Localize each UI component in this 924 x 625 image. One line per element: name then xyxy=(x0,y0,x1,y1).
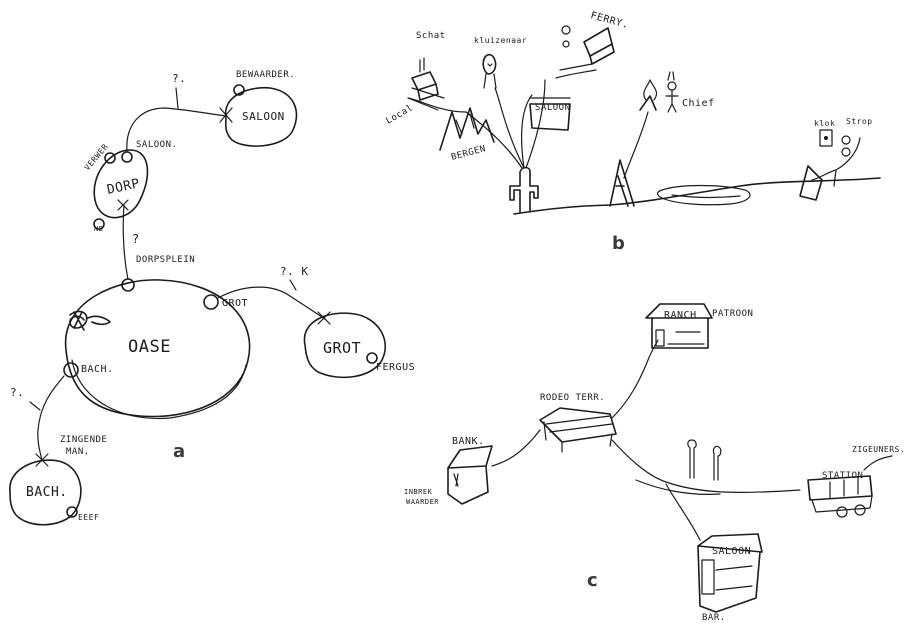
svg-text:RANCH: RANCH xyxy=(664,310,697,321)
question-mark-mid: ? xyxy=(132,232,140,246)
saloon-node-label: SALOON xyxy=(242,110,285,123)
chief-label: Chief xyxy=(682,98,715,109)
svg-text:STATION: STATION xyxy=(822,471,863,481)
bewaarder-label: BEWAARDER. xyxy=(236,70,295,80)
cactus xyxy=(510,168,538,213)
question-mark-left: ?. xyxy=(10,386,24,399)
svg-text:SALOON: SALOON xyxy=(535,103,571,113)
ground-line xyxy=(514,178,880,214)
oase-label: OASE xyxy=(128,337,171,357)
hermit-icon xyxy=(483,55,496,88)
dorpsplein-label: DORPSPLEIN xyxy=(136,255,195,265)
ferry-label: FERRY. xyxy=(589,10,630,31)
svg-text:SALOON: SALOON xyxy=(712,546,751,557)
dorp-label: DORP xyxy=(106,176,142,198)
patroon-label: PATROON xyxy=(712,309,753,319)
bar-label: BAR. xyxy=(702,613,726,623)
bank-building: BANK. xyxy=(448,436,492,504)
svg-text:RODEO TERR.: RODEO TERR. xyxy=(540,393,605,403)
grot-link-label: GROT xyxy=(222,298,248,309)
grot-node-label: GROT xyxy=(323,339,361,357)
lake xyxy=(658,186,751,205)
question-mark-top: ?. xyxy=(172,72,186,85)
question-mark-grot: ?. K xyxy=(280,265,309,278)
bach-link-label: BACH. xyxy=(81,364,114,375)
panel-c: RANCH PATROON RODEO TERR. BANK. INBREK W… xyxy=(404,304,905,623)
panel-letter-a: a xyxy=(173,441,185,462)
klok-label: klok xyxy=(814,119,835,128)
saloon-building: SALOON xyxy=(698,534,762,612)
zingende-label: ZINGENDE xyxy=(60,435,107,445)
kluizenaar-label: kluizenaar xyxy=(474,36,527,45)
saloon-box: SALOON xyxy=(530,98,571,130)
zigeuners-label: ZIGEUNERS. xyxy=(852,445,905,454)
verwer-label: VERWER xyxy=(83,142,110,172)
panel-letter-c: c xyxy=(587,570,598,591)
tipi-icon xyxy=(610,160,634,206)
scribble-port xyxy=(70,311,110,330)
panel-a: OASE DORPSPLEIN ? DORP SALOON. VERWER ND… xyxy=(10,70,415,525)
ferry-icon xyxy=(556,26,614,78)
zingende-label-2: MAN. xyxy=(66,447,90,457)
mountains: BERGEN xyxy=(440,108,494,163)
ranch-house: RANCH xyxy=(646,304,712,348)
inbrek-label: INBREK xyxy=(404,488,433,496)
panel-letter-b: b xyxy=(612,233,625,254)
rodeo-arena: RODEO TERR. xyxy=(540,393,616,452)
svg-text:BANK.: BANK. xyxy=(452,436,485,447)
schat-label: Schat xyxy=(416,31,446,41)
gallows-icon xyxy=(800,130,860,200)
campfire-icon xyxy=(640,72,678,112)
strop-label: Strop xyxy=(846,117,873,126)
local-label: Local xyxy=(385,103,416,126)
eeef-label: EEEF xyxy=(78,513,99,522)
treasure-chest-icon xyxy=(408,58,444,110)
bach-node-label: BACH. xyxy=(26,485,68,500)
inbrek-label-2: WAARDER xyxy=(406,498,439,506)
saloon-link-label: SALOON. xyxy=(136,140,177,150)
nd-label: ND xyxy=(94,225,103,233)
trees xyxy=(688,440,721,480)
fergus-label: FERGUS xyxy=(376,362,415,373)
panel-b: BERGEN Schat Local kluizenaar FERRY. xyxy=(385,10,881,254)
svg-text:BERGEN: BERGEN xyxy=(450,144,487,163)
station-train: STATION xyxy=(808,471,872,517)
